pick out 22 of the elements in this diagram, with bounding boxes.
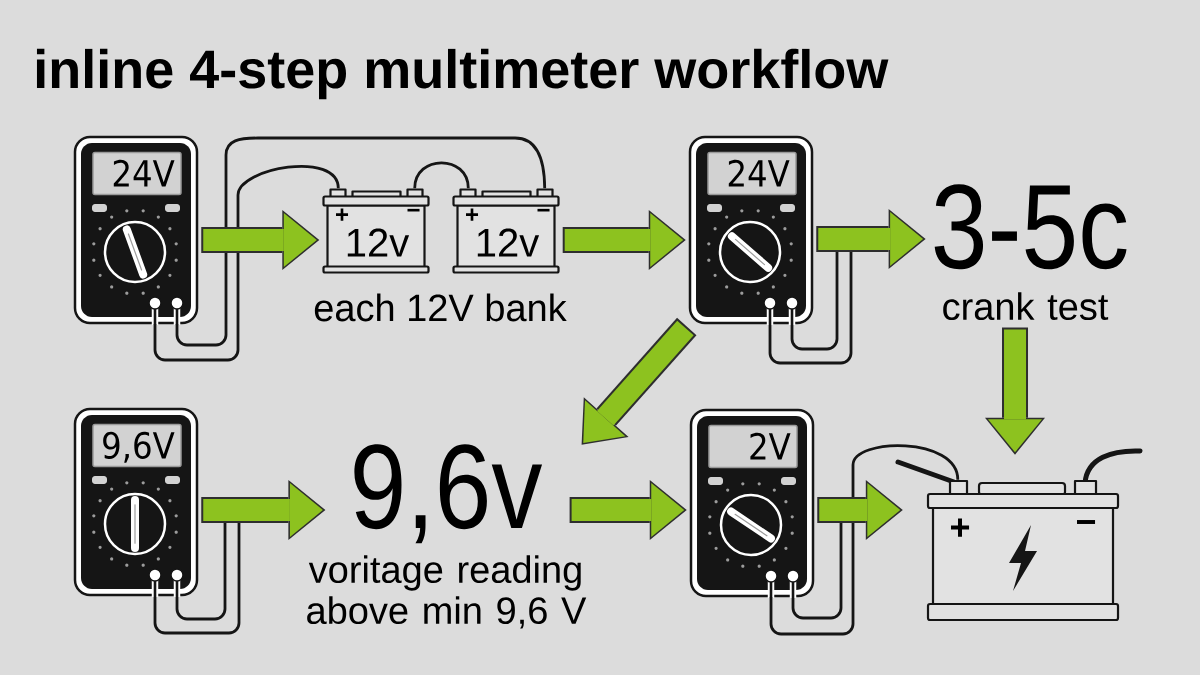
lcd-display: 2V [708,424,798,469]
large-reading: 3-5c [934,184,1127,270]
arrow [201,480,326,540]
node-label: voritage reading above min 9,6 V [307,555,587,629]
arrow [201,210,320,270]
arrow [985,327,1045,455]
arrow [581,317,697,445]
title: inline 4-step multimeter workflow [36,48,889,100]
large-reading: 9,6v [354,444,543,544]
test-lead [769,444,960,636]
caption: each 12V bank [314,293,567,322]
arrow [816,209,926,269]
test-lead [175,136,547,347]
lcd-display: 9,6V [92,423,182,468]
arrow [562,210,686,270]
test-lead [413,161,470,189]
node-label: crank test [943,292,1109,321]
arrow [817,480,903,540]
test-lead [153,165,340,362]
lcd-display: 24V [92,151,182,196]
lcd-display: 24V [707,151,797,196]
arrow [569,480,687,540]
